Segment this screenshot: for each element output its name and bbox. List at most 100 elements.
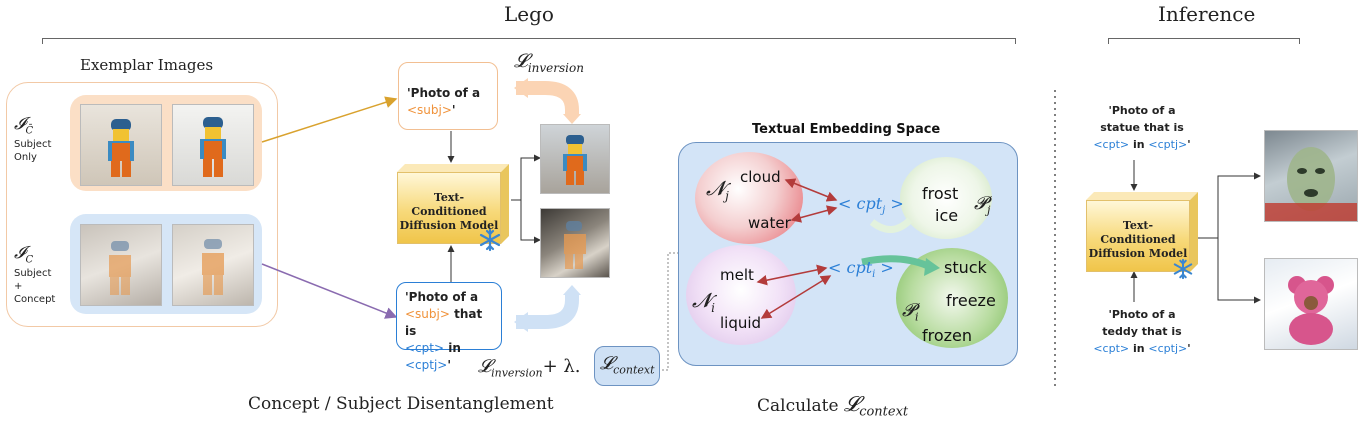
cpti-sub: i — [872, 269, 876, 281]
calculate-loss-symbol: 𝓛 — [843, 392, 860, 416]
context-loss-symbol: 𝓛 — [600, 353, 614, 374]
nj-symbol: 𝓝 — [706, 176, 726, 200]
inference-prompt-1-cpt: <cpt> — [1093, 138, 1130, 151]
cpti-label: < cpti > — [828, 258, 894, 280]
frozen-statue-output — [1264, 130, 1358, 222]
pj-symbol: 𝓟 — [974, 193, 987, 214]
diffusion-model-label: Text-Conditioned Diffusion Model — [397, 172, 501, 244]
pi-word-stuck: stuck — [944, 258, 987, 277]
subject-prompt-pre: 'Photo of a — [407, 86, 481, 100]
inversion-loss-symbol: 𝓛 — [514, 50, 528, 72]
subject-prompt-box: 'Photo of a <subj>' — [398, 62, 498, 130]
concept-subj-token: <subj> — [405, 307, 450, 321]
inference-prompt-2-cpt: <cpt> — [1093, 342, 1130, 355]
frozen-teddy-output — [1264, 258, 1358, 350]
subject-concept-symbol: 𝓘 — [14, 243, 26, 263]
cptj-label: < cptj > — [838, 194, 904, 216]
inference-prompt-2-end: ' — [1187, 342, 1191, 355]
pj-word-ice: ice — [935, 206, 959, 225]
pi-label: 𝓟i — [902, 300, 919, 324]
combined-loss-symbol: 𝓛 — [478, 356, 492, 377]
inference-model-label: Text-Conditioned Diffusion Model — [1086, 200, 1190, 272]
inference-model-block: Text-Conditioned Diffusion Model — [1086, 192, 1198, 272]
inference-title: Inference — [1158, 2, 1256, 26]
inversion-loss-sub: inversion — [527, 60, 584, 75]
pi-word-frozen: frozen — [922, 326, 973, 345]
combined-loss-label: 𝓛inversion+ λ. — [478, 356, 581, 380]
ni-word-melt: melt — [720, 266, 754, 284]
inference-prompt-1-end: ' — [1187, 138, 1191, 151]
ni-symbol: 𝓝 — [692, 288, 712, 312]
inference-prompt-1-line2: statue that is — [1100, 121, 1184, 134]
snowflake-icon — [478, 228, 502, 252]
subject-only-label-group: 𝓘C̄ Subject Only — [14, 114, 64, 164]
diffusion-model-depth — [397, 164, 509, 244]
lego-photo-1 — [80, 104, 162, 186]
pi-sub: i — [914, 310, 919, 324]
inference-bracket — [1108, 38, 1300, 44]
combined-loss-plus: + λ. — [542, 356, 581, 377]
concept-prompt-box: 'Photo of a <subj> that is <cpt> in <cpt… — [396, 282, 502, 372]
nj-label: 𝓝j — [706, 176, 729, 203]
ni-word-liquid: liquid — [720, 314, 762, 332]
subject-concept-sub: C — [25, 254, 34, 266]
cptj-sub: j — [882, 205, 886, 217]
cpti-close: > — [875, 258, 894, 277]
subject-concept-text: Subject + Concept — [14, 268, 56, 306]
concept-cptj-token: <cptj> — [405, 358, 448, 372]
inference-prompt-2-in: in — [1132, 342, 1145, 355]
inference-prompt-2: 'Photo of a teddy that is <cpt> in <cptj… — [1092, 306, 1192, 357]
inference-snowflake-icon — [1172, 258, 1194, 280]
subject-concept-label-group: 𝓘C Subject + Concept — [14, 243, 64, 306]
calculate-loss-sub: context — [859, 404, 909, 420]
concept-prompt-in: in — [448, 341, 461, 355]
pi-symbol: 𝓟 — [902, 300, 915, 321]
nj-word-cloud: cloud — [740, 168, 781, 186]
inference-prompt-2-line2: teddy that is — [1102, 325, 1182, 338]
cpti-text: < cpt — [828, 258, 873, 277]
subject-only-text: Subject Only — [14, 139, 52, 164]
inference-prompt-1-cptj: <cptj> — [1148, 138, 1188, 151]
inference-model-depth — [1086, 192, 1198, 272]
pj-cluster — [900, 157, 992, 239]
calculate-text: Calculate — [757, 396, 839, 416]
cptj-close: > — [885, 194, 904, 213]
exemplar-panel — [6, 82, 278, 327]
concept-cpt-token: <cpt> — [405, 341, 445, 355]
calculate-caption: Calculate 𝓛context — [757, 392, 908, 419]
lego-photo-2 — [172, 104, 254, 186]
output-photo-concept — [540, 208, 610, 278]
output-photo-subject — [540, 124, 610, 194]
lego-ice-photo-1 — [80, 224, 162, 306]
pj-label: 𝓟j — [974, 193, 990, 217]
pj-word-frost: frost — [922, 184, 959, 203]
ni-sub: i — [711, 301, 716, 315]
nj-word-water: water — [748, 214, 791, 232]
inference-prompt-2-cptj: <cptj> — [1148, 342, 1188, 355]
combined-loss-sub: inversion — [491, 366, 543, 380]
lego-bracket — [42, 38, 1016, 44]
inference-prompt-1: 'Photo of a statue that is <cpt> in <cpt… — [1092, 102, 1192, 153]
subject-token: <subj> — [407, 103, 452, 117]
subject-only-sub: C̄ — [25, 125, 34, 137]
diffusion-model-block: Text-Conditioned Diffusion Model — [397, 164, 509, 244]
concept-prompt-post: ' — [447, 358, 452, 372]
lego-title: Lego — [504, 2, 554, 26]
disentangle-caption: Concept / Subject Disentanglement — [248, 394, 554, 414]
subject-prompt-post: ' — [451, 103, 456, 117]
subject-only-symbol: 𝓘 — [14, 114, 26, 134]
lego-ice-photo-2 — [172, 224, 254, 306]
concept-prompt-pre: 'Photo of a — [405, 290, 479, 304]
concept-prompt-mid: that is — [405, 307, 483, 338]
context-loss-box: 𝓛context — [594, 346, 660, 386]
inference-prompt-1-in: in — [1132, 138, 1145, 151]
exemplar-title: Exemplar Images — [80, 56, 214, 74]
inversion-loss-label: 𝓛inversion — [514, 50, 584, 75]
inference-prompt-1-line1: 'Photo of a — [1108, 104, 1176, 117]
cptj-text: < cpt — [838, 194, 883, 213]
ni-label: 𝓝i — [692, 288, 715, 315]
context-loss-sub: context — [613, 363, 655, 377]
pi-word-freeze: freeze — [946, 291, 996, 310]
